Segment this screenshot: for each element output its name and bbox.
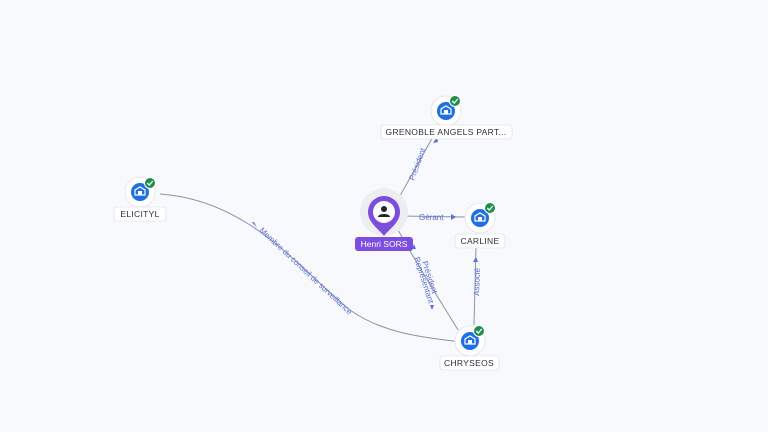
node-elicityl[interactable]: ELICITYL xyxy=(113,176,167,222)
node-label-bg xyxy=(439,355,500,371)
company-icon xyxy=(131,183,149,201)
node-grenoble-angels[interactable]: GRENOBLE ANGELS PART... xyxy=(380,95,513,140)
verified-check-icon xyxy=(449,95,461,107)
verified-check-icon xyxy=(144,177,156,189)
arrow-carline-associe xyxy=(473,257,478,262)
node-label-elicityl: ELICITYL xyxy=(120,209,159,219)
company-icon xyxy=(437,102,455,120)
arrow-carline xyxy=(451,214,456,220)
edge-label-membre-conseil: Membre du conseil de surveillance xyxy=(258,226,355,317)
node-label-grenoble: GRENOBLE ANGELS PART... xyxy=(386,127,507,137)
node-chryseos[interactable]: CHRYSEOS xyxy=(439,325,500,371)
company-icon xyxy=(471,209,489,227)
person-icon xyxy=(368,196,400,236)
edge-labels: Président Gérant Président Représentant … xyxy=(258,146,482,317)
arrow-henri-chryseos-b xyxy=(430,305,434,310)
edges xyxy=(159,125,477,343)
edge-label-gerant: Gérant xyxy=(419,213,444,222)
node-label-carline: CARLINE xyxy=(461,236,500,246)
node-label-bg xyxy=(355,237,413,251)
node-label-bg xyxy=(380,124,513,140)
node-label-chryseos: CHRYSEOS xyxy=(444,358,494,368)
node-label-bg xyxy=(113,206,167,222)
arrow-elicityl xyxy=(252,222,257,228)
verified-check-icon xyxy=(473,325,485,337)
company-icon xyxy=(461,332,479,350)
node-label-bg xyxy=(454,233,506,249)
node-carline[interactable]: CARLINE xyxy=(454,202,506,249)
edge-label-associe: Associé xyxy=(472,267,482,296)
verified-check-icon xyxy=(484,202,496,214)
node-label-henri: Henri SORS xyxy=(361,239,408,249)
edge-label-president-grenoble: Président xyxy=(407,146,427,182)
node-henri-sors[interactable]: Henri SORS xyxy=(355,188,413,251)
edge-chryseos-elicityl xyxy=(159,193,463,343)
